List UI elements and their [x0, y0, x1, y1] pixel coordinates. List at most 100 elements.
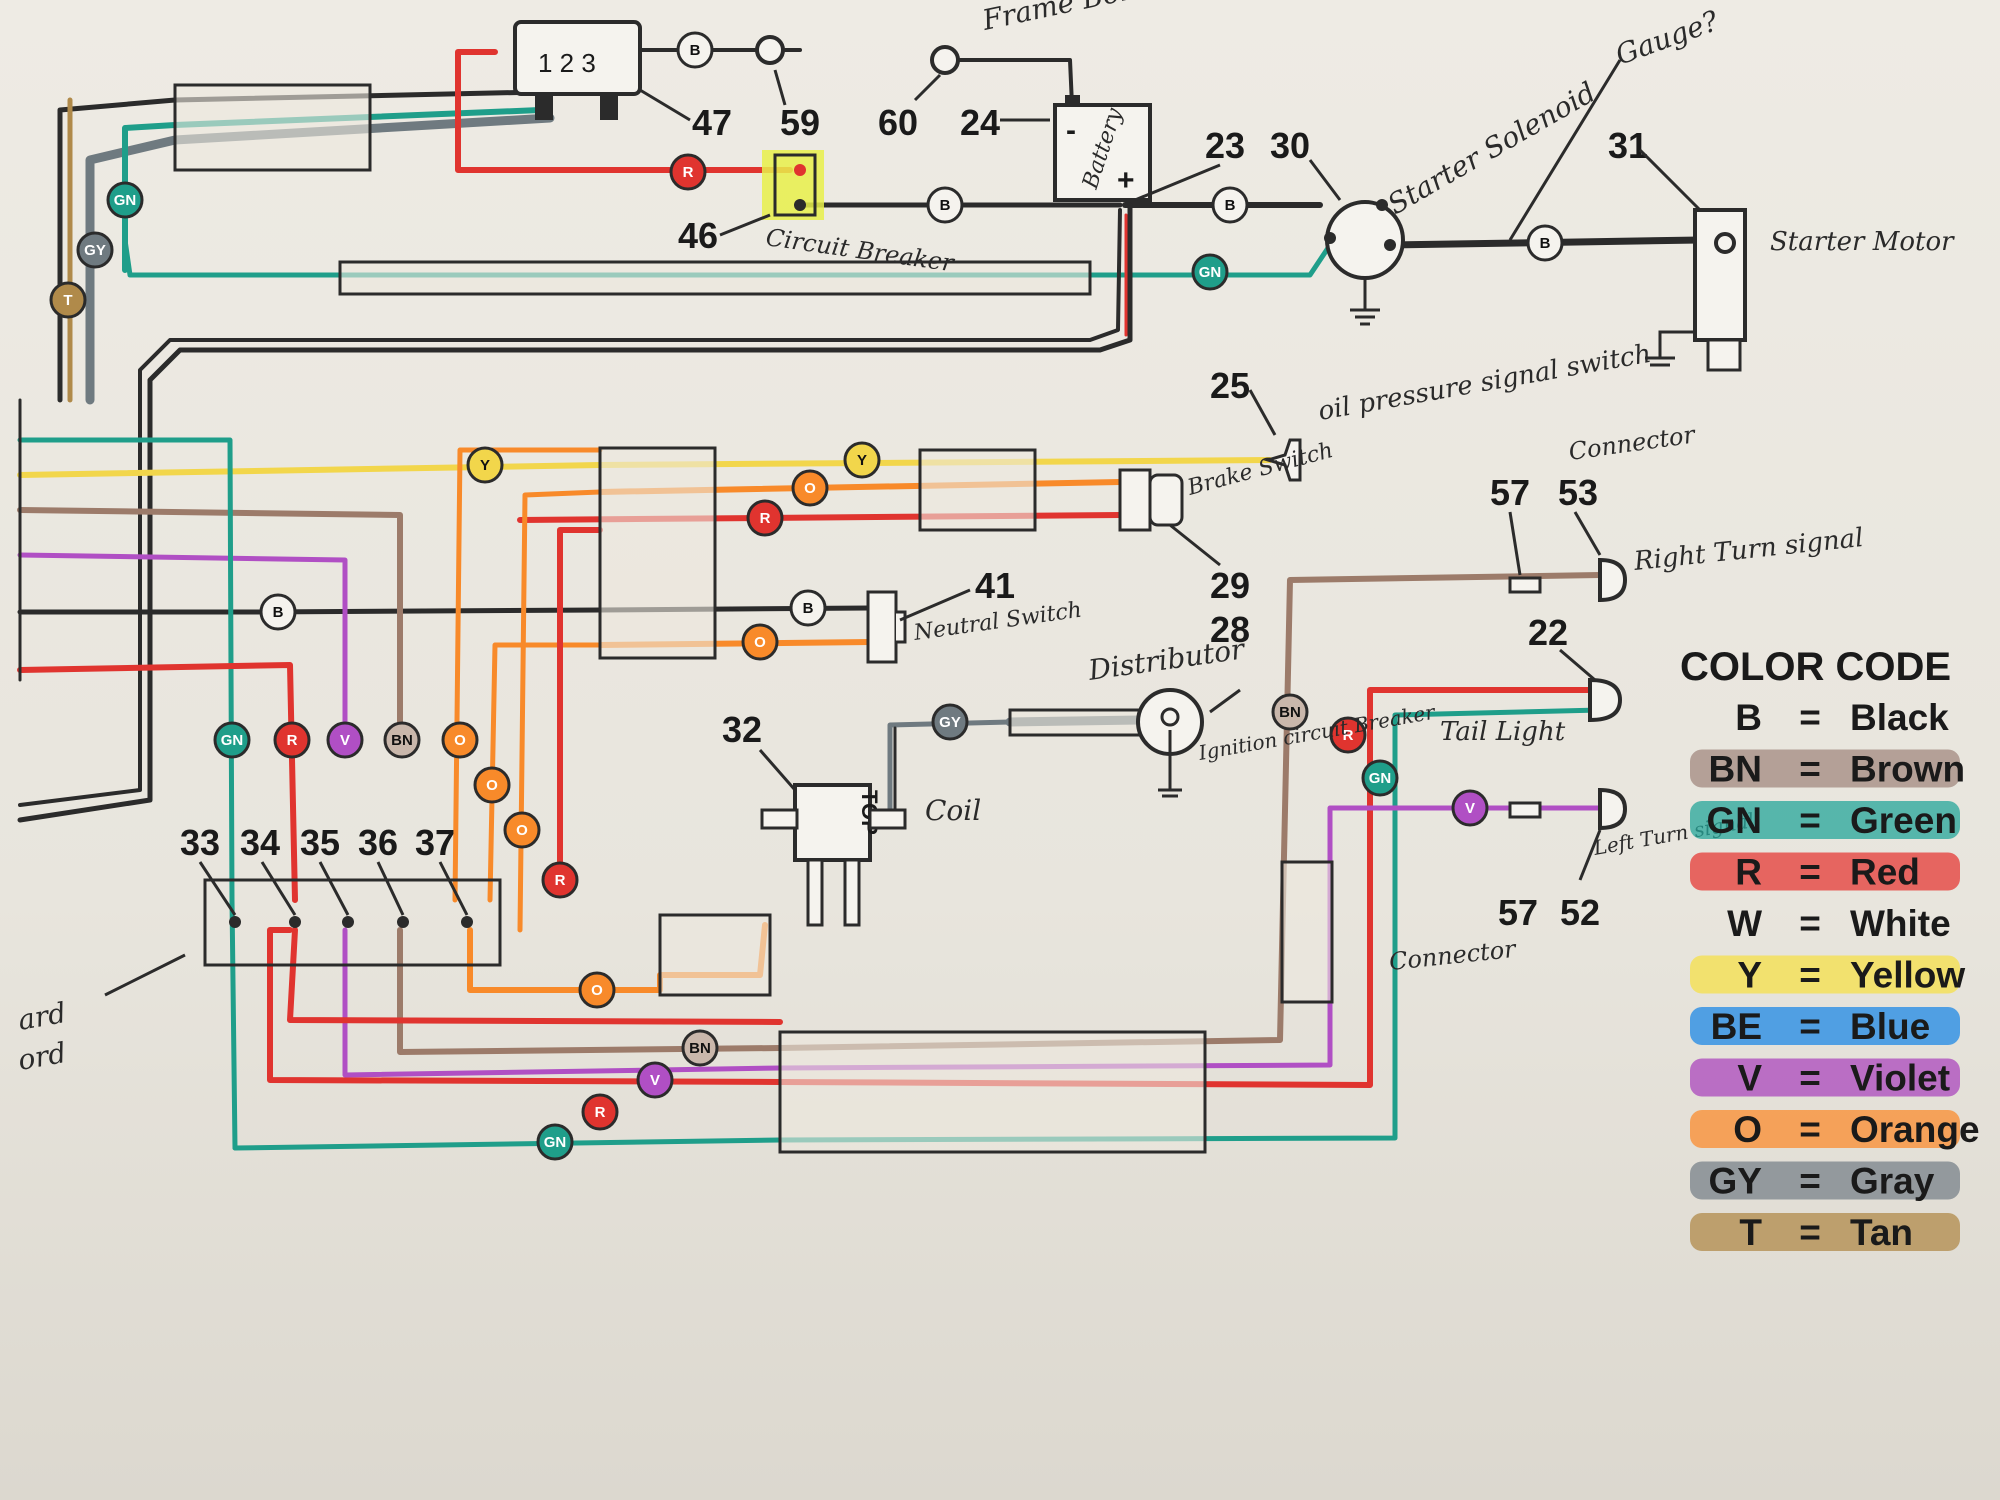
callout-33: 33 — [180, 822, 220, 863]
label-connector-top: Connector — [1567, 420, 1698, 466]
label-oil-pressure: oil pressure signal switch — [1316, 339, 1653, 427]
terminal-36 — [397, 916, 409, 928]
legend-highlight-violet — [1690, 1058, 1960, 1097]
callout-34: 34 — [240, 822, 280, 863]
callout-52: 52 — [1560, 892, 1600, 933]
starter-motor-ground — [1645, 330, 1695, 367]
wire-tag-label-r-23: R — [555, 872, 566, 889]
sleeve-coil-wire — [658, 913, 772, 997]
coil-post-2 — [843, 858, 861, 927]
wire-tag-o-24 — [578, 971, 616, 1009]
legend-sep-violet: = — [1799, 1058, 1821, 1099]
starter-motor-terminal — [1714, 232, 1736, 254]
wire-tag-b-2 — [926, 186, 964, 224]
label-board-2: ord — [15, 1036, 68, 1077]
callout-31: 31 — [1608, 125, 1648, 166]
leader-29 — [1169, 523, 1221, 567]
junction-60 — [930, 45, 960, 75]
wire-tag-bn-30 — [681, 1029, 719, 1067]
leader-46 — [719, 213, 771, 237]
legend-name-red: Red — [1850, 852, 1920, 893]
terminal-34 — [289, 916, 301, 928]
wire-violet-mid — [17, 552, 348, 743]
legend-sep-brown: = — [1799, 749, 1821, 790]
legend-sep-green: = — [1799, 800, 1821, 841]
wire-tag-o-20 — [441, 721, 479, 759]
sleeve-top-left — [173, 83, 372, 172]
sleeve-right-vertical — [1280, 860, 1334, 1004]
wire-tag-b-14 — [789, 589, 827, 627]
callout-57-bottom: 57 — [1498, 892, 1538, 933]
wire-tag-label-r-32: R — [595, 1104, 606, 1121]
legend-sep-red: = — [1799, 852, 1821, 893]
battery-minus: - — [1066, 114, 1076, 147]
wire-tag-o-11 — [791, 469, 829, 507]
wire-tag-label-gy-25: GY — [939, 714, 961, 731]
wire-orange-37c — [517, 489, 603, 933]
legend-highlight-tan — [1690, 1213, 1960, 1251]
leader-23 — [1134, 163, 1221, 202]
coil-terminal-right — [868, 808, 907, 830]
terminal-board-posts — [229, 916, 473, 928]
wire-tag-t-8 — [49, 281, 87, 319]
terminal-37 — [461, 916, 473, 928]
wire-tag-gn-6 — [106, 181, 144, 219]
terminal-33 — [229, 916, 241, 928]
wire-tag-v-31 — [636, 1061, 674, 1099]
sleeve-bottom — [778, 1030, 1207, 1154]
wire-tag-r-12 — [746, 499, 784, 537]
leader-30 — [1308, 159, 1342, 201]
wire-tag-label-o-22: O — [516, 822, 528, 839]
leader-37 — [438, 861, 469, 916]
label-gauge: Gauge? — [1611, 4, 1723, 72]
wire-tag-label-r-27: R — [1343, 727, 1354, 744]
wire-tag-label-gn-5: GN — [1199, 264, 1222, 281]
legend-name-violet: Violet — [1850, 1058, 1950, 1099]
leader-25 — [1248, 389, 1277, 436]
label-coil: Coil — [925, 794, 981, 827]
callout-60: 60 — [878, 102, 918, 143]
battery-post — [1065, 95, 1080, 107]
legend-highlight-brown — [1690, 749, 1960, 788]
components: 1 2 3 - + Battery — [203, 20, 1747, 967]
wire-green-bottom — [232, 707, 1603, 1151]
legend-code-blue: BE — [1711, 1006, 1762, 1047]
leader-52 — [1578, 829, 1602, 881]
legend-highlight-gray — [1690, 1161, 1960, 1200]
oil-pressure-switch-25 — [1262, 438, 1302, 482]
leader-59 — [773, 69, 787, 106]
wire-black-long-1 — [17, 202, 1133, 823]
leader-36 — [376, 861, 405, 916]
callout-22: 22 — [1528, 612, 1568, 653]
sleeve-top-long — [338, 260, 1092, 296]
legend-highlight-yellow — [1690, 955, 1960, 994]
wire-tag-label-b-2: B — [940, 197, 951, 214]
label-brake-switch: Brake Switch — [1184, 438, 1336, 501]
wire-black-neutral — [17, 605, 873, 615]
wire-tag-o-22 — [503, 811, 541, 849]
relay-47-pin-1 — [535, 95, 553, 120]
label-ignition-cb: Ignition circuit Breaker — [1196, 699, 1438, 765]
legend-highlight-green — [1690, 801, 1960, 839]
coil-terminal-left — [760, 808, 799, 830]
leader-31 — [1638, 148, 1702, 212]
wire-tag-label-o-15: O — [754, 634, 766, 651]
label-tail-light: Tail Light — [1440, 717, 1566, 747]
legend-sep-black: = — [1799, 697, 1821, 738]
neutral-switch-tip — [896, 610, 907, 644]
brake-switch-29 — [1118, 468, 1152, 532]
solenoid-terminal-2 — [1324, 232, 1336, 244]
legend-name-gray: Gray — [1850, 1161, 1935, 1202]
wire-tag-label-gn-6: GN — [114, 192, 137, 209]
wire-tag-label-t-8: T — [63, 292, 72, 309]
wire-tag-o-15 — [741, 623, 779, 661]
callout-23: 23 — [1205, 125, 1245, 166]
wire-tag-label-v-18: V — [340, 732, 350, 749]
label-starter-solenoid: Starter Solenoid — [1382, 76, 1601, 222]
wire-tag-label-b-13: B — [273, 604, 284, 621]
wire-red-mid — [17, 662, 298, 903]
wire-tag-gn-33 — [536, 1123, 574, 1161]
wire-tag-label-r-17: R — [287, 732, 298, 749]
legend-name-green: Green — [1850, 800, 1957, 841]
